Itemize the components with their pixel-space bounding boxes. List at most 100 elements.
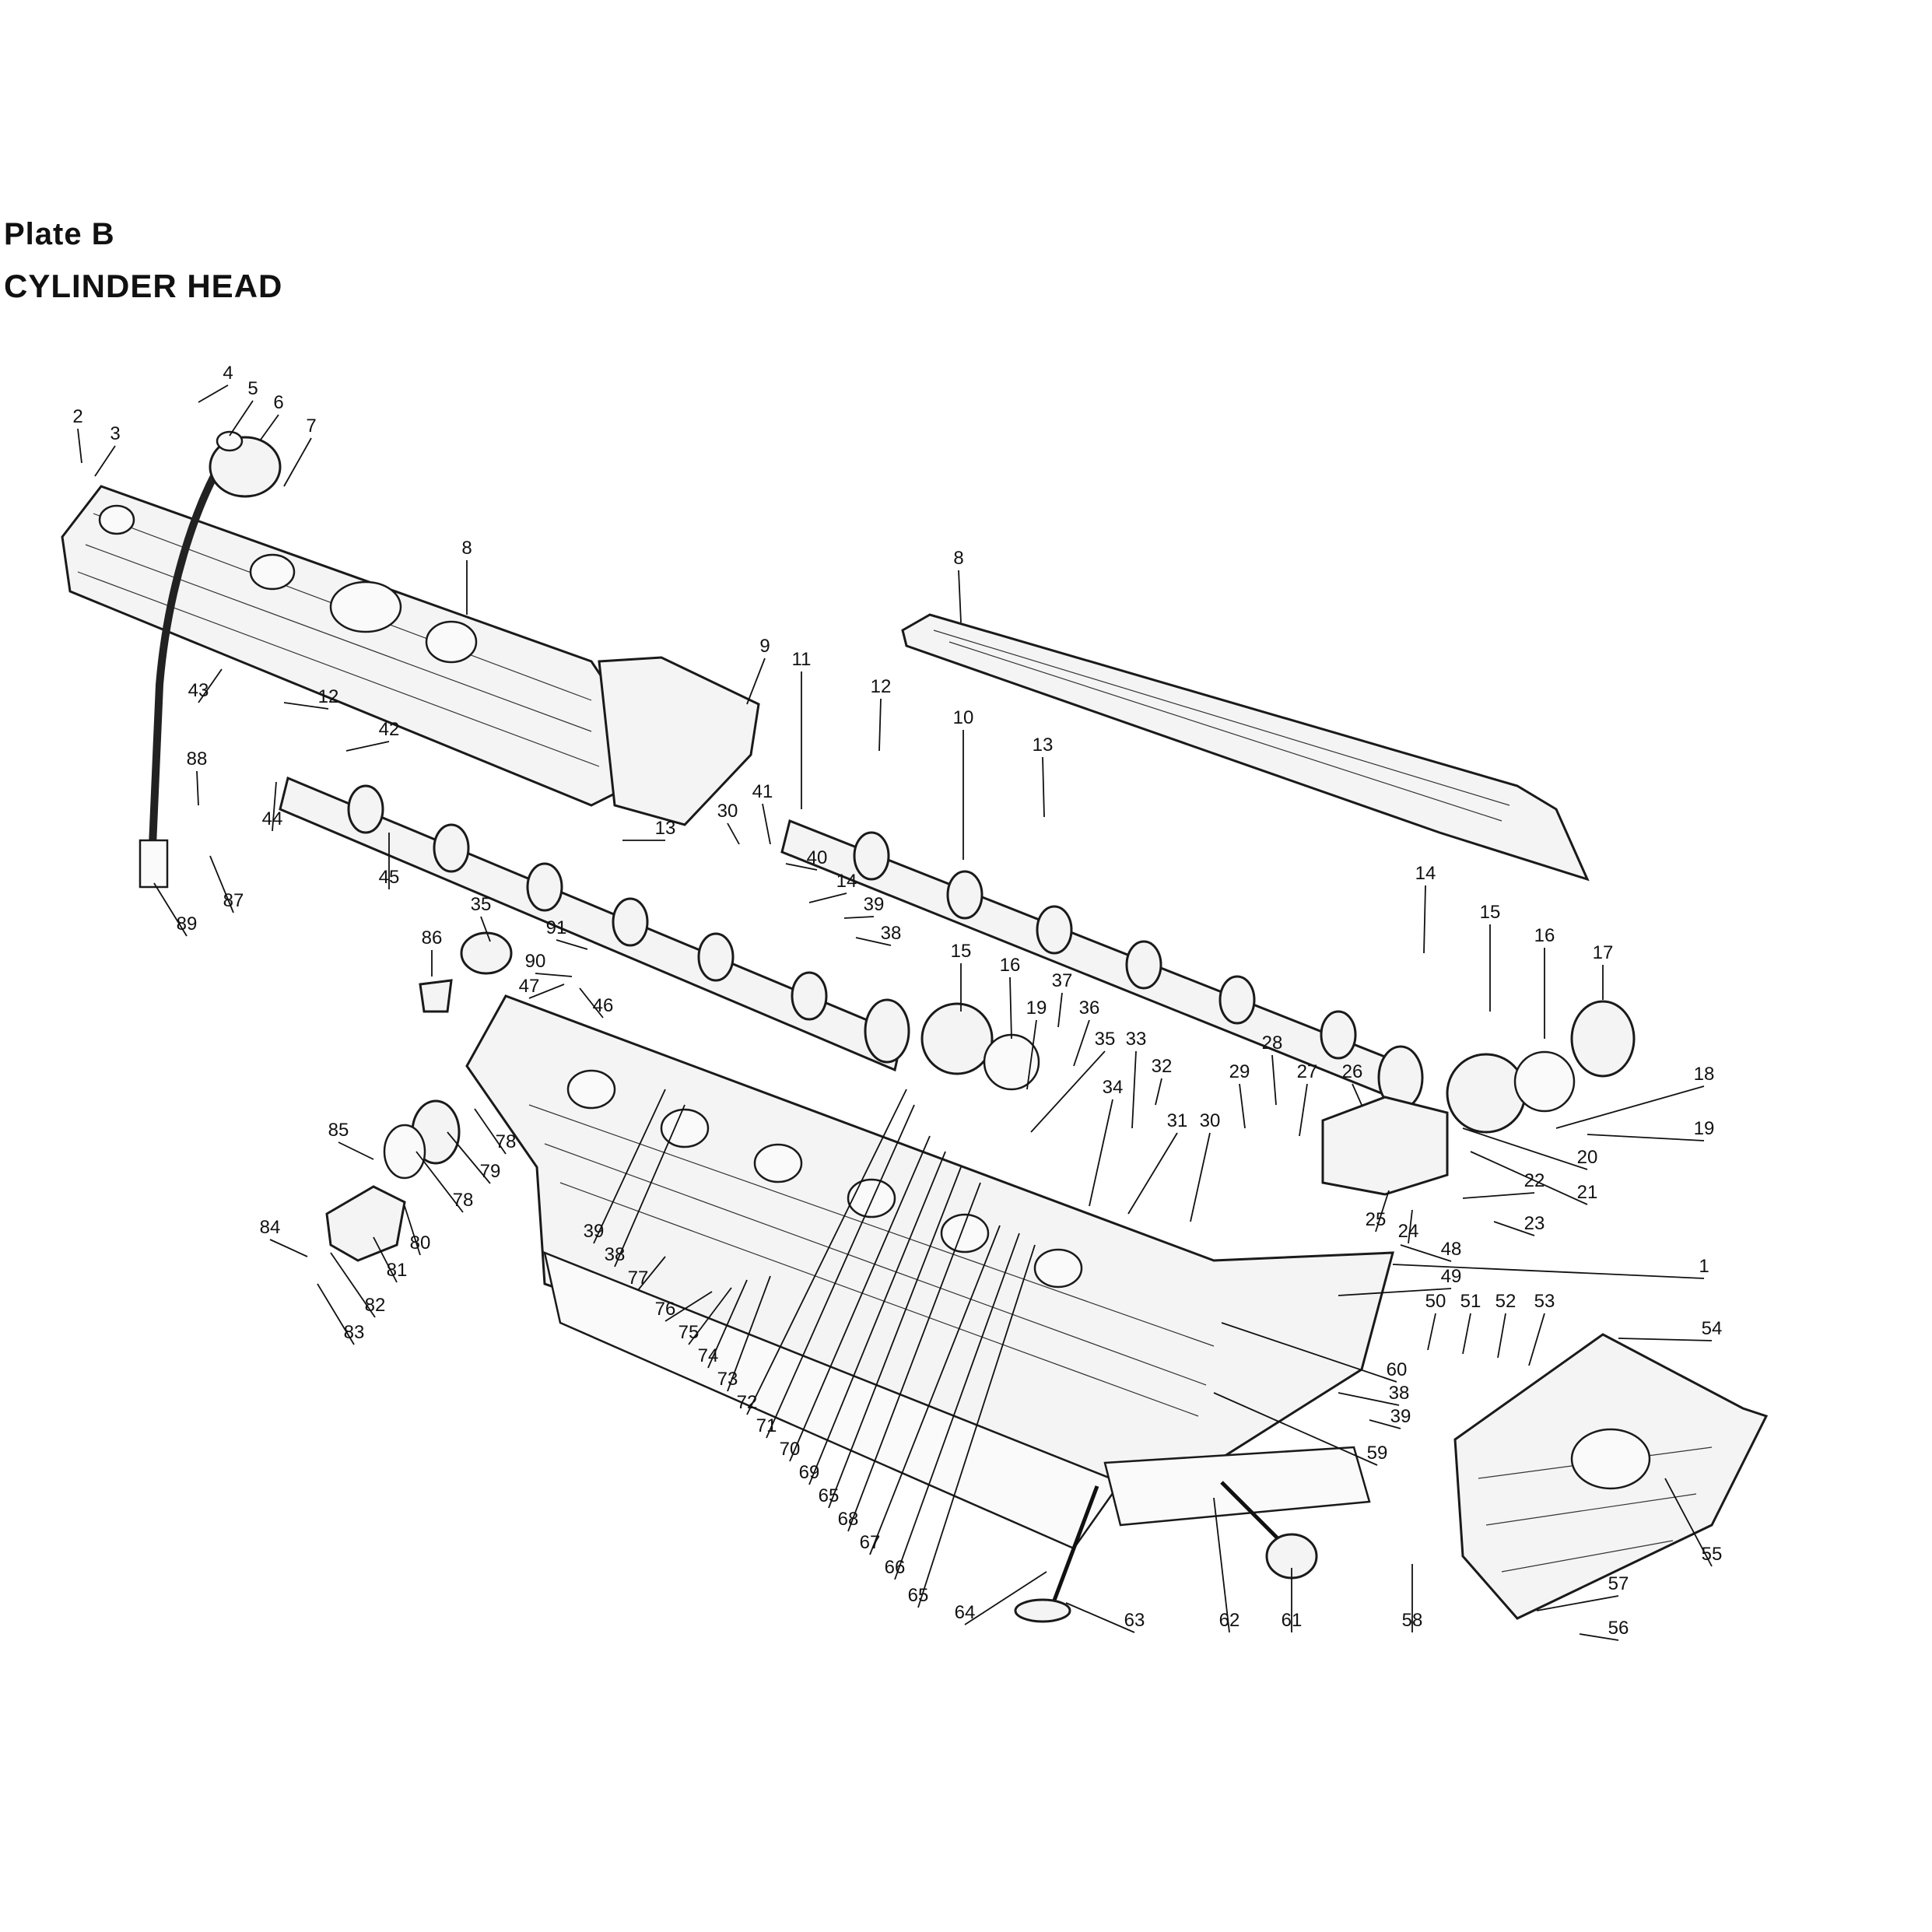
- callout-label: 83: [344, 1322, 365, 1343]
- callout-leader: [828, 1166, 962, 1509]
- callout-label: 29: [1229, 1061, 1250, 1082]
- callout-label: 17: [1593, 942, 1614, 963]
- callout-leader: [1338, 1392, 1400, 1406]
- callout-leader: [1536, 1595, 1619, 1611]
- callout-label: 63: [1124, 1610, 1145, 1631]
- callout-leader: [1065, 1602, 1135, 1633]
- callout-label: 35: [1095, 1029, 1116, 1050]
- callout-leader: [260, 414, 279, 440]
- callout-leader: [209, 855, 234, 913]
- callout-leader: [894, 1232, 1020, 1580]
- callout-leader: [1392, 1264, 1705, 1279]
- callout-label: 35: [471, 894, 492, 915]
- callout-label: 60: [1387, 1359, 1408, 1380]
- callout-leader: [1400, 1244, 1452, 1262]
- callout-leader: [746, 1089, 907, 1415]
- callout-label: 12: [318, 686, 339, 707]
- callout-leader: [1369, 1419, 1401, 1429]
- callout-label: 28: [1262, 1033, 1283, 1054]
- callout-leader: [153, 882, 188, 937]
- callout-label: 43: [188, 680, 209, 701]
- callout-leader: [330, 1252, 376, 1318]
- callout-leader: [707, 1279, 748, 1369]
- callout-label: 82: [365, 1295, 386, 1316]
- callout-label: 27: [1297, 1061, 1318, 1082]
- callout-leader: [1026, 1019, 1037, 1090]
- callout-label: 71: [756, 1415, 777, 1436]
- callout-label: 13: [1033, 735, 1054, 756]
- callout-label: 32: [1152, 1056, 1173, 1077]
- callout-label: 50: [1425, 1291, 1446, 1312]
- callout-leader: [727, 822, 740, 845]
- callout-leader: [1299, 1083, 1308, 1137]
- callout-leader: [338, 1141, 374, 1160]
- callout-leader: [269, 1239, 308, 1257]
- callout-leader: [727, 1275, 771, 1392]
- callout-label: 1: [1699, 1256, 1709, 1277]
- callout-label: 37: [1052, 970, 1073, 991]
- callout-leader: [855, 937, 892, 946]
- callout-label: 76: [655, 1299, 676, 1320]
- callout-label: 5: [247, 378, 258, 399]
- callout-label: 31: [1167, 1110, 1188, 1131]
- callout-label: 12: [871, 676, 892, 697]
- callout-label: 61: [1282, 1610, 1303, 1631]
- valves: [1014, 1481, 1318, 1623]
- callout-label: 6: [273, 392, 283, 413]
- callout-label: 33: [1126, 1029, 1147, 1050]
- title-block: Plate B CYLINDER HEAD: [4, 216, 282, 305]
- callout-label: 65: [819, 1485, 840, 1506]
- callout-leader: [480, 916, 491, 942]
- callout-label: 46: [593, 995, 614, 1016]
- callout-leader: [766, 1104, 915, 1439]
- breather-pipe: [139, 430, 282, 889]
- callout-leader: [614, 1104, 685, 1268]
- callout-leader: [1462, 1313, 1471, 1355]
- plate-label: Plate B: [4, 217, 115, 251]
- callout-leader: [474, 1108, 507, 1155]
- callout-label: 21: [1577, 1182, 1598, 1203]
- callout-label: 30: [717, 801, 738, 822]
- callout-label: 57: [1608, 1573, 1629, 1594]
- callout-label: 72: [737, 1392, 758, 1413]
- callout-label: 38: [1389, 1383, 1410, 1404]
- callout-leader: [528, 984, 565, 999]
- callout-label: 41: [752, 781, 773, 802]
- callout-label: 68: [838, 1509, 859, 1530]
- callout-label: 66: [885, 1557, 906, 1578]
- callout-label: 45: [379, 867, 400, 888]
- left-camshaft: [279, 776, 910, 1072]
- callout-label: 62: [1219, 1610, 1240, 1631]
- timing-cover: [1453, 1333, 1769, 1620]
- callout-leader: [1528, 1313, 1545, 1366]
- callout-label: 49: [1441, 1266, 1462, 1287]
- callout-label: 84: [260, 1217, 281, 1238]
- callout-leader: [1375, 1190, 1390, 1232]
- callout-label: 87: [223, 890, 244, 911]
- callout-leader: [1664, 1478, 1713, 1567]
- callout-label: 8: [461, 538, 472, 559]
- callout-label: 2: [72, 406, 82, 427]
- callout-leader: [1009, 977, 1012, 1040]
- callout-label: 78: [453, 1190, 474, 1211]
- callout-label: 18: [1694, 1064, 1715, 1085]
- callout-label: 67: [860, 1532, 881, 1553]
- callout-leader: [1271, 1054, 1277, 1106]
- callout-leader: [964, 1571, 1047, 1625]
- callout-leader: [688, 1287, 732, 1345]
- callout-label: 70: [780, 1439, 801, 1460]
- callout-label: 48: [1441, 1239, 1462, 1260]
- callout-label: 40: [807, 847, 828, 868]
- callout-leader: [272, 781, 277, 832]
- callout-leader: [1462, 1192, 1535, 1199]
- callout-label: 51: [1460, 1291, 1481, 1312]
- callout-leader: [1493, 1221, 1535, 1236]
- callout-leader: [317, 1283, 355, 1345]
- callout-label: 3: [110, 423, 120, 444]
- callout-label: 14: [836, 871, 857, 892]
- callout-label: 59: [1367, 1443, 1388, 1464]
- callout-label: 77: [628, 1268, 649, 1289]
- callout-leader: [1190, 1132, 1211, 1222]
- right-camshaft: [780, 819, 1424, 1110]
- callout-label: 81: [387, 1260, 408, 1281]
